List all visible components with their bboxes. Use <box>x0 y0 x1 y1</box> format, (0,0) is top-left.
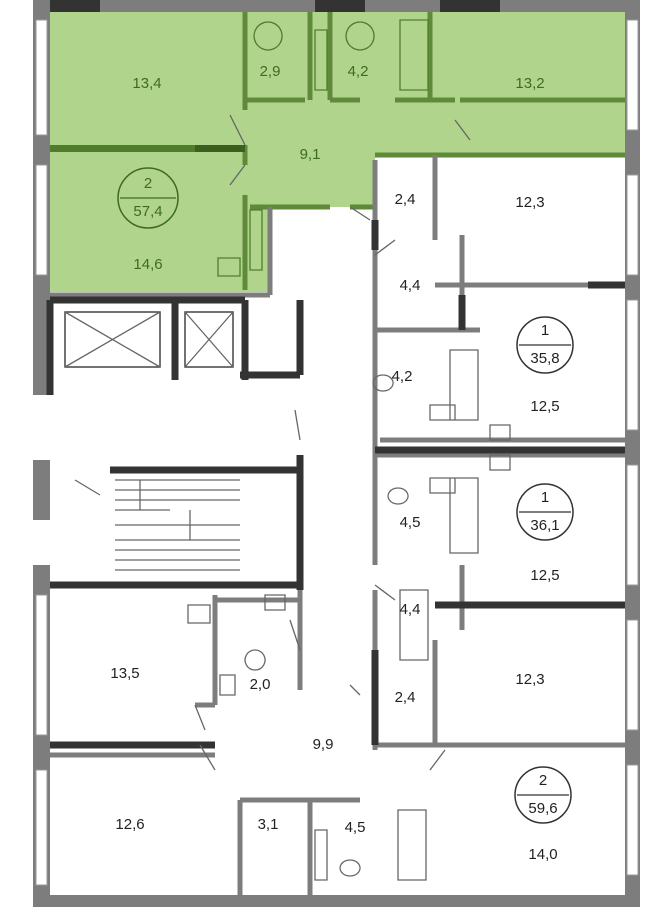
interior-walls <box>46 114 625 895</box>
room-area: 14,6 <box>133 256 162 273</box>
rooms-count: 2 <box>144 175 152 192</box>
room-area: 3,1 <box>258 816 279 833</box>
room-area: 2,4 <box>395 191 416 208</box>
room-area: 2,0 <box>250 676 271 693</box>
room-area: 2,4 <box>395 689 416 706</box>
room-area: 4,2 <box>392 368 413 385</box>
apartment-badge-3[interactable]: 1 36,1 <box>516 483 574 541</box>
room-area: 4,5 <box>345 819 366 836</box>
apartment-badge-1[interactable]: 2 57,4 <box>117 167 179 229</box>
exterior-walls <box>33 0 640 907</box>
room-area: 12,3 <box>515 194 544 211</box>
apartment-highlight-2-rooms[interactable] <box>50 12 625 292</box>
room-area: 12,5 <box>530 567 559 584</box>
room-area: 12,3 <box>515 671 544 688</box>
staircase <box>115 479 240 571</box>
room-area: 13,5 <box>110 665 139 682</box>
rooms-count: 1 <box>541 322 549 339</box>
rooms-count: 2 <box>539 772 547 789</box>
room-area: 4,5 <box>400 514 421 531</box>
apartment-badge-2[interactable]: 1 35,8 <box>516 316 574 374</box>
apartment-badge-4[interactable]: 2 59,6 <box>514 766 572 824</box>
room-area: 4,4 <box>400 277 421 294</box>
room-area: 12,6 <box>115 816 144 833</box>
room-area: 13,2 <box>515 75 544 92</box>
total-area: 59,6 <box>528 800 557 817</box>
room-area: 2,9 <box>260 63 281 80</box>
apartment-walls <box>50 12 625 290</box>
room-area: 9,9 <box>313 736 334 753</box>
room-labels: 13,4 2,9 4,2 13,2 9,1 14,6 2,4 12,3 4,4 … <box>110 63 559 863</box>
total-area: 57,4 <box>133 203 162 220</box>
total-area: 36,1 <box>530 517 559 534</box>
room-area: 9,1 <box>300 146 321 163</box>
room-area: 13,4 <box>132 75 161 92</box>
rooms-count: 1 <box>541 489 549 506</box>
room-area: 14,0 <box>528 846 557 863</box>
total-area: 35,8 <box>530 350 559 367</box>
room-area: 4,2 <box>348 63 369 80</box>
room-area: 12,5 <box>530 398 559 415</box>
room-area: 4,4 <box>400 601 421 618</box>
